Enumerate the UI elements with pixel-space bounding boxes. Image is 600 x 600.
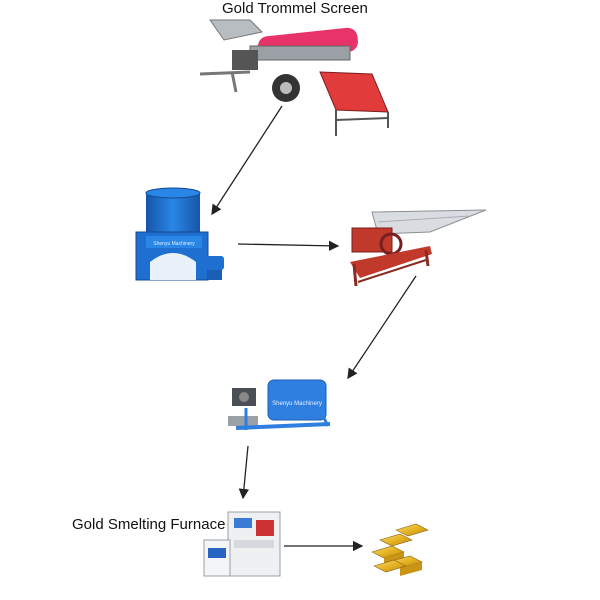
shaking-table-icon xyxy=(350,209,487,287)
smelting-furnace-label: Gold Smelting Furnace xyxy=(72,516,226,533)
arrow-trommel-to-concentrator xyxy=(211,105,283,216)
centrifugal-concentrator-icon: Shenyu Machinery xyxy=(135,187,224,281)
mixer-machine-icon: Shenyu Machinery xyxy=(228,379,331,430)
mixer-brand-text: Shenyu Machinery xyxy=(272,401,322,407)
arrow-table-to-mixer xyxy=(347,275,417,380)
concentrator-brand-text: Shenyu Machinery xyxy=(153,241,195,247)
trommel-screen-label: Gold Trommel Screen xyxy=(222,0,368,17)
arrow-concentrator-to-table xyxy=(237,240,340,252)
arrow-mixer-to-furnace xyxy=(238,445,250,500)
smelting-furnace-icon xyxy=(203,511,281,577)
trommel-screen-icon xyxy=(199,19,389,136)
gold-bars-icon xyxy=(371,523,429,576)
